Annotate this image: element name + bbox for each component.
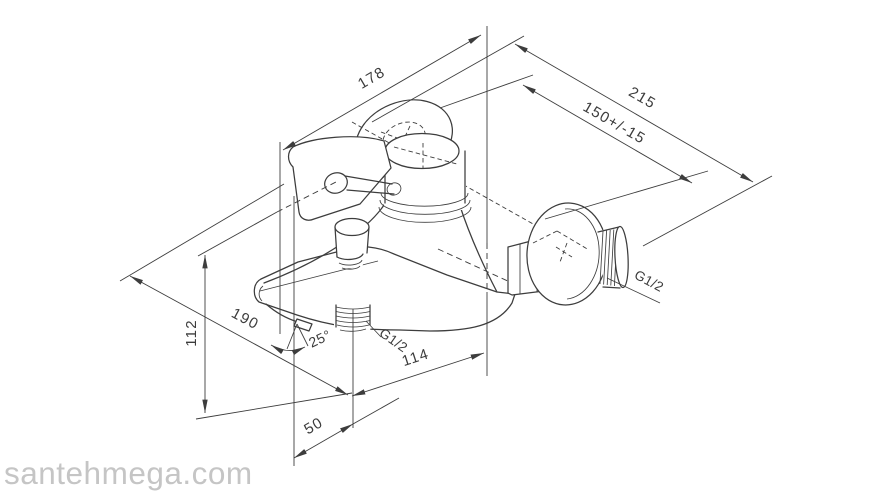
nipple-threads	[599, 228, 618, 287]
nipple-end-face	[614, 225, 629, 289]
dim-150-label: 150+/-15	[580, 98, 648, 147]
dimension-150: 150+/-15	[522, 84, 693, 184]
dim-215-label: 215	[626, 84, 659, 113]
faucet-body	[253, 99, 629, 334]
lever-handle	[276, 136, 395, 221]
angle-25-label: 25°	[306, 326, 334, 350]
connector-hidden-lines	[532, 230, 590, 263]
diverter-knob	[334, 217, 370, 270]
cartridge-cylinder	[378, 132, 472, 223]
dim-112-label: 112	[183, 319, 200, 347]
dimension-50: 50	[293, 414, 354, 459]
lever-axis-hidden	[276, 181, 337, 213]
wall-connector	[437, 202, 629, 306]
dimension-114: 114	[351, 345, 485, 397]
lever-rod	[344, 175, 395, 195]
g12-wall-label: G1/2	[632, 267, 666, 295]
dim-50-label: 50	[301, 414, 326, 438]
dimension-112: 112	[183, 255, 208, 413]
body-right-curve	[458, 202, 498, 293]
escutcheon-inner-rim	[564, 208, 600, 300]
dim-178-label: 178	[355, 64, 388, 93]
watermark: santehmega.com	[4, 455, 253, 491]
dimension-215: 215	[514, 43, 754, 183]
hidden-body-axis	[437, 248, 513, 284]
dim-190-label: 190	[228, 305, 261, 333]
shower-outlet-thread	[334, 303, 371, 334]
